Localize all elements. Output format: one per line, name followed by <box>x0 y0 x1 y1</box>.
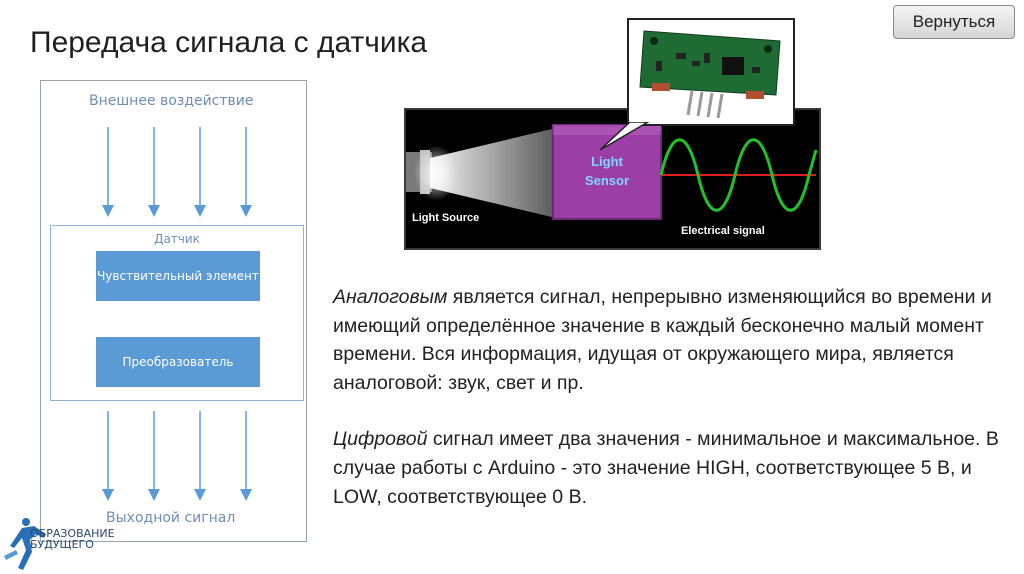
callout-pointer <box>590 122 650 152</box>
digital-description: сигнал имеет два значения - минимальное … <box>333 428 999 507</box>
analog-paragraph: Аналоговым является сигнал, непрерывно и… <box>333 283 1003 397</box>
sensitive-element-block: Чувствительный элемент <box>96 251 260 301</box>
converter-block: Преобразователь <box>96 337 260 387</box>
electrical-signal-label: Electrical signal <box>681 225 765 237</box>
external-impact-label: Внешнее воздействие <box>89 93 253 109</box>
page-title: Передача сигнала с датчика <box>30 26 427 60</box>
sensor-board-callout <box>626 17 796 127</box>
back-button[interactable]: Вернуться <box>893 5 1015 39</box>
digital-paragraph: Цифровой сигнал имеет два значения - мин… <box>333 425 1003 511</box>
sensor-text-line1: Light <box>591 154 623 169</box>
sensor-diagram: Внешнее воздействие Датчик Чувствительны… <box>40 80 307 542</box>
light-source-label: Light Source <box>412 212 479 224</box>
digital-term: Цифровой <box>333 428 427 450</box>
sensor-label: Датчик <box>51 232 303 246</box>
description-text: Аналоговым является сигнал, непрерывно и… <box>333 283 1003 511</box>
analog-term: Аналоговым <box>333 286 447 308</box>
logo-text: ОБРАЗОВАНИЕ БУДУЩЕГО <box>30 528 115 550</box>
sensor-text-line2: Sensor <box>585 173 629 188</box>
logo-line2: БУДУЩЕГО <box>30 539 115 550</box>
